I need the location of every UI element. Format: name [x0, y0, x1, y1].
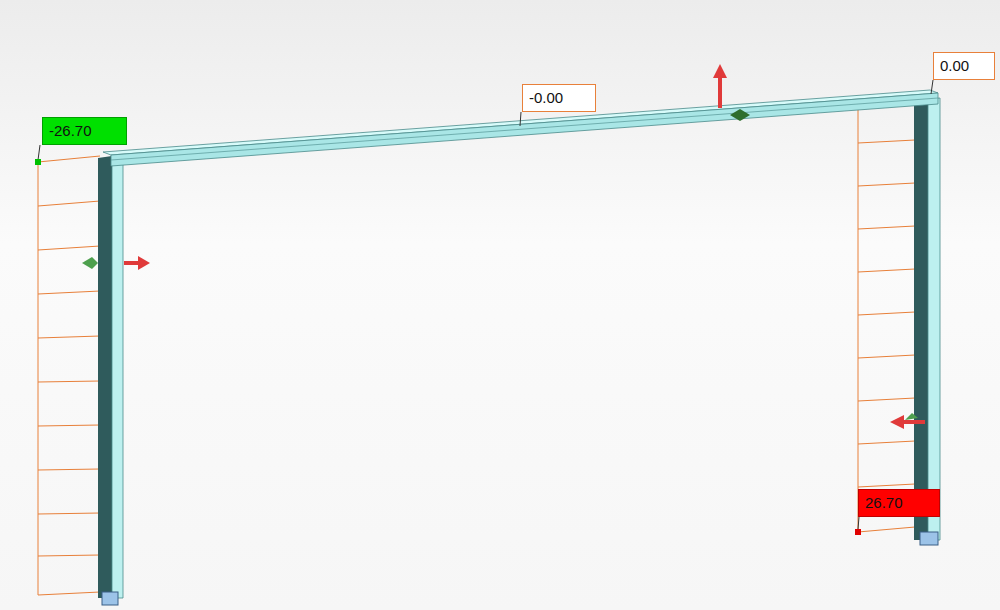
- load-diagram-left: [38, 156, 100, 595]
- value-point: [855, 529, 861, 535]
- right-column: [914, 98, 940, 545]
- value-label: 0.00: [933, 52, 995, 80]
- load-arrows: [82, 64, 925, 429]
- value-point: [35, 159, 41, 165]
- left-column: [98, 155, 123, 605]
- value-label: -0.00: [522, 84, 596, 112]
- beam: [103, 90, 938, 166]
- leader-lines: [38, 80, 933, 529]
- value-label: -26.70: [42, 117, 127, 145]
- load-diagram-right: [858, 98, 915, 532]
- value-label: 26.70: [858, 489, 940, 517]
